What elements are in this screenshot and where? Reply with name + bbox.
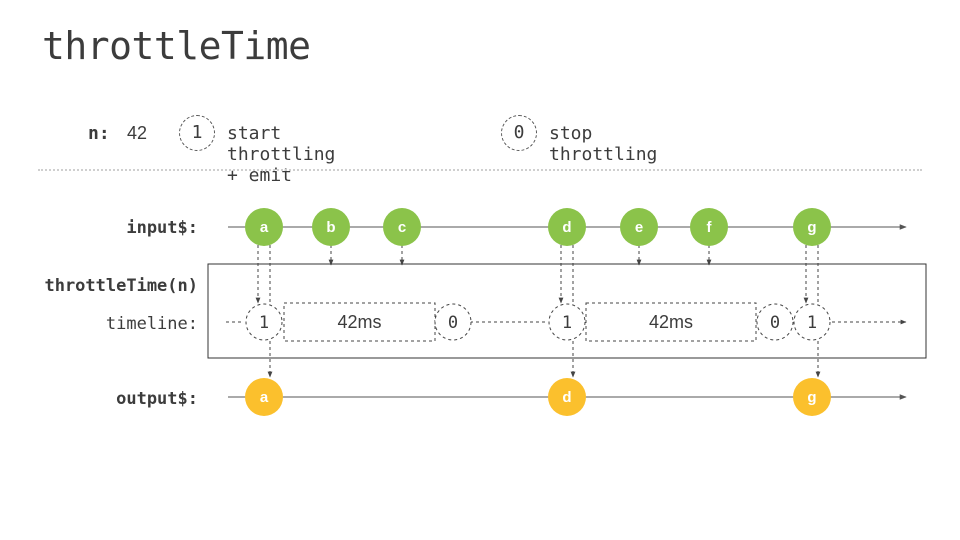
start-marker: 1 bbox=[793, 303, 831, 341]
svg-text:a: a bbox=[260, 389, 269, 406]
svg-text:0: 0 bbox=[770, 313, 780, 333]
start-marker: 1 bbox=[548, 303, 586, 341]
input-connectors bbox=[255, 245, 819, 304]
input-marble-c: c bbox=[383, 208, 421, 246]
svg-text:e: e bbox=[635, 219, 643, 236]
input-marble-e: e bbox=[620, 208, 658, 246]
page-title: throttleTime bbox=[42, 24, 311, 68]
duration-label: 42ms bbox=[337, 312, 381, 332]
duration-label: 42ms bbox=[649, 312, 693, 332]
output-marble-g: g bbox=[793, 378, 831, 416]
svg-text:g: g bbox=[807, 389, 816, 406]
svg-text:1: 1 bbox=[807, 313, 817, 333]
svg-text:d: d bbox=[562, 389, 571, 406]
svg-text:b: b bbox=[326, 219, 335, 236]
input-marble-b: b bbox=[312, 208, 350, 246]
duration-box: 42ms bbox=[283, 302, 436, 342]
svg-text:f: f bbox=[707, 219, 713, 236]
output-connectors bbox=[267, 341, 821, 378]
stop-marker: 0 bbox=[434, 303, 472, 341]
input-marble-d: d bbox=[548, 208, 586, 246]
input-row-label: input$: bbox=[126, 218, 198, 238]
legend-start-circle: 1 bbox=[179, 115, 215, 151]
legend-n-label: n: bbox=[88, 123, 110, 144]
dotted-divider bbox=[38, 169, 922, 171]
svg-text:d: d bbox=[562, 219, 571, 236]
stop-marker: 0 bbox=[756, 303, 794, 341]
legend-n-value: 42 bbox=[127, 123, 148, 143]
output-row-label: output$: bbox=[116, 389, 198, 409]
input-marble-g: g bbox=[793, 208, 831, 246]
svg-text:1: 1 bbox=[562, 313, 572, 333]
timeline-row-label: timeline: bbox=[105, 314, 198, 334]
input-marble-f: f bbox=[690, 208, 728, 246]
legend-stop-circle: 0 bbox=[501, 115, 537, 151]
svg-text:a: a bbox=[260, 219, 269, 236]
operator-label: throttleTime(n) bbox=[44, 276, 198, 296]
start-marker: 1 bbox=[245, 303, 283, 341]
output-marble-d: d bbox=[548, 378, 586, 416]
duration-box: 42ms bbox=[585, 302, 757, 342]
input-marble-a: a bbox=[245, 208, 283, 246]
svg-text:1: 1 bbox=[259, 313, 269, 333]
svg-text:c: c bbox=[398, 219, 406, 236]
svg-text:g: g bbox=[807, 219, 816, 236]
svg-text:0: 0 bbox=[448, 313, 458, 333]
legend-stop-text: stop throttling bbox=[549, 123, 658, 165]
output-marble-a: a bbox=[245, 378, 283, 416]
operator-box bbox=[207, 263, 927, 359]
